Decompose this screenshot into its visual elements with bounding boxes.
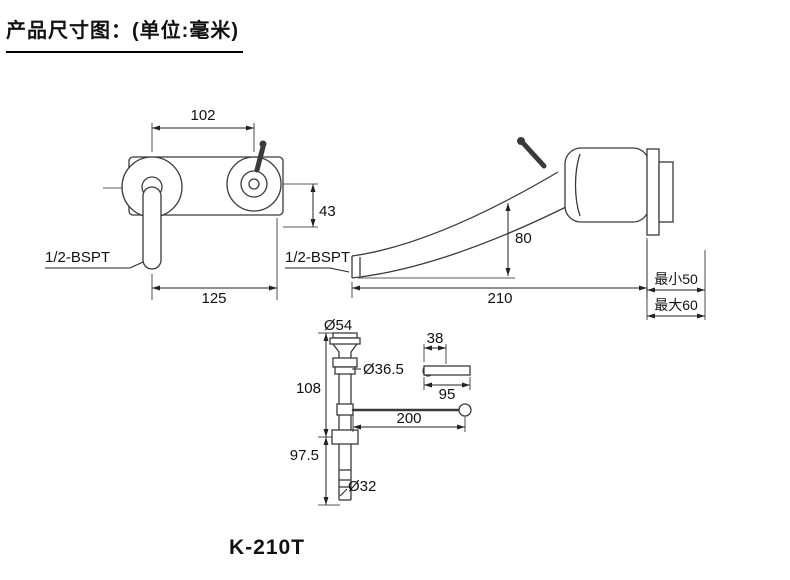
valve-stem: [248, 178, 260, 190]
drain-flange: [329, 337, 361, 345]
dia-54-label: Ø54: [324, 317, 352, 334]
drain-nut-upper: [332, 357, 358, 368]
wall-flange: [646, 148, 660, 236]
valve-hub: [240, 170, 268, 198]
thread-side-label: 1/2-BSPT: [285, 249, 350, 266]
dim-125-label: 125: [201, 290, 226, 307]
dim-95-label: 95: [439, 386, 456, 403]
body-detail: [574, 153, 581, 217]
dia-32-label: Ø32: [348, 478, 376, 495]
dim-min-depth-label: 最小50: [654, 271, 698, 287]
page-title: 产品尺寸图：(单位:毫米): [6, 14, 243, 53]
inwall-body: [658, 161, 674, 223]
guide-bar: [423, 365, 471, 376]
dim-97-label: 97.5: [290, 447, 319, 464]
drain-cap: [332, 332, 358, 339]
dim-200-label: 200: [396, 410, 421, 427]
faucet-body: [564, 147, 650, 223]
rod-ball: [458, 403, 472, 417]
side-view: 1/2-BSPT 80 210 最小50 最大60: [285, 137, 706, 320]
handle-knob: [517, 137, 525, 145]
rod-clevis: [336, 403, 354, 416]
escutcheon-right: [226, 156, 282, 212]
dim-38-label: 38: [427, 330, 444, 347]
dim-max-depth-label: 最大60: [654, 297, 698, 313]
handle-side: [520, 140, 547, 169]
thread-left-label: 1/2-BSPT: [45, 249, 110, 266]
dim-102-label: 102: [190, 107, 215, 124]
dia-36-label: Ø36.5: [363, 361, 404, 378]
dim-80-label: 80: [515, 230, 532, 247]
drain-nut-lower: [334, 366, 356, 375]
spout-front: [142, 186, 162, 270]
dim-210-label: 210: [487, 290, 512, 307]
spout-side-bottom: [351, 199, 581, 279]
dim-108-label: 108: [296, 380, 321, 397]
front-view: 102 43 1/2-BSPT 125: [45, 107, 336, 307]
thread-left-leader: [45, 261, 144, 269]
thread-side-leader: [285, 267, 350, 273]
lever-knob: [259, 140, 267, 148]
lever-front: [254, 144, 266, 173]
tail-joint-nut: [331, 429, 359, 445]
spout-side-top: [351, 171, 559, 257]
dim-43-label: 43: [319, 203, 336, 220]
drain-view: Ø54 Ø36.5 108 20: [290, 317, 472, 506]
model-number: K-210T: [228, 536, 306, 559]
